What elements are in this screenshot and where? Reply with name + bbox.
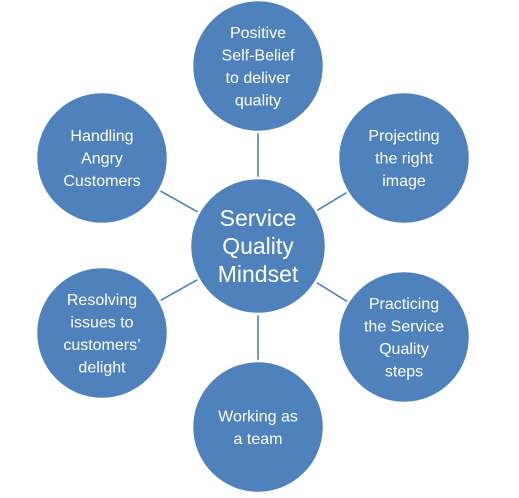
connector-handling-angry-customers	[159, 189, 200, 214]
node-resolving-issues-label-line: delight	[78, 359, 126, 376]
node-positive-self-belief-label-line: to deliver	[226, 70, 292, 87]
node-projecting-right-image: Projecting the right image	[336, 90, 472, 226]
node-projecting-right-image-circle	[336, 90, 472, 226]
node-resolving-issues-circle	[34, 265, 170, 401]
node-working-as-team-circle	[190, 359, 326, 495]
node-positive-self-belief-label-line: Self-Belief	[222, 47, 295, 64]
node-practicing-service-quality-steps-label-line: Quality	[379, 341, 429, 358]
center-node-label-line: Mindset	[218, 261, 299, 287]
node-working-as-team-label-line: Working as	[218, 408, 298, 425]
node-resolving-issues-label-line: issues to	[70, 314, 133, 331]
node-positive-self-belief-circle	[190, 0, 326, 134]
node-projecting-right-image-label-line: image	[382, 173, 426, 190]
node-working-as-team-label-line: a team	[234, 431, 283, 448]
node-working-as-team: Working as a team	[190, 359, 326, 495]
connector-group	[159, 132, 349, 361]
node-resolving-issues: Resolving issues to customers’ delight	[34, 265, 170, 401]
node-practicing-service-quality-steps-label-line: steps	[385, 363, 423, 380]
node-practicing-service-quality-steps-label-line: Practicing	[369, 296, 439, 313]
node-handling-angry-customers-label-line: Customers	[63, 173, 140, 190]
node-handling-angry-customers-label-line: Angry	[81, 151, 123, 168]
node-positive-self-belief-label-line: quality	[235, 92, 281, 109]
node-handling-angry-customers-circle	[34, 90, 170, 226]
connector-practicing-service-quality-steps	[315, 281, 349, 303]
center-node-label-line: Quality	[222, 233, 294, 259]
node-practicing-service-quality-steps-circle	[336, 269, 472, 405]
center-node-circle	[188, 176, 328, 316]
node-projecting-right-image-label-line: the right	[375, 151, 433, 168]
connector-projecting-right-image	[315, 191, 348, 212]
node-positive-self-belief-label-line: Positive	[230, 25, 286, 42]
connector-resolving-issues	[159, 278, 199, 302]
node-projecting-right-image-label-line: Projecting	[368, 128, 439, 145]
node-handling-angry-customers-label-line: Handling	[70, 128, 133, 145]
center-node-label-line: Service	[220, 205, 297, 231]
node-practicing-service-quality-steps-label-line: the Service	[364, 318, 444, 335]
node-resolving-issues-label-line: Resolving	[67, 292, 137, 309]
node-resolving-issues-label-line: customers’	[63, 337, 140, 354]
